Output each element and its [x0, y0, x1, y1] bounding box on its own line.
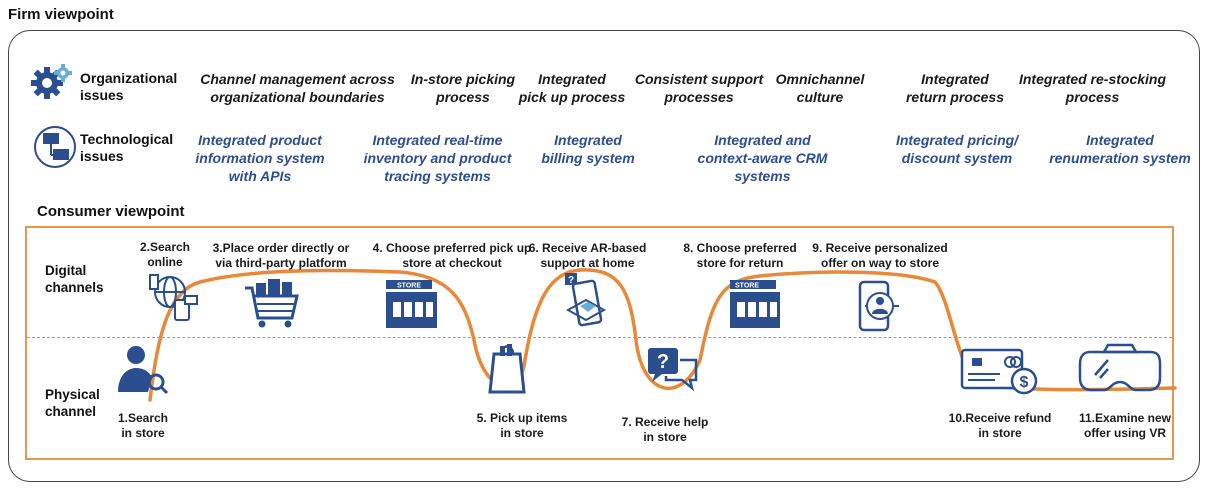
- tech-issues-label-2: issues: [80, 148, 124, 164]
- firm-viewpoint-panel: [8, 30, 1200, 482]
- digital-channels-label-1: Digital: [45, 263, 87, 278]
- org-issues-label-1: Organizational: [80, 70, 178, 86]
- digital-channels-label-2: channels: [45, 280, 104, 295]
- org-issues-label-2: issues: [80, 87, 124, 103]
- tech-issues-label-1: Technological: [80, 131, 174, 147]
- consumer-viewpoint-title: Consumer viewpoint: [37, 203, 185, 220]
- digital-physical-divider: [27, 337, 1172, 338]
- physical-channel-label-1: Physical: [45, 387, 100, 402]
- physical-channel-label-2: channel: [45, 404, 97, 419]
- firm-viewpoint-title: Firm viewpoint: [8, 6, 114, 23]
- tech-item-pricing-discount: Integrated pricing/discount system: [895, 132, 1019, 166]
